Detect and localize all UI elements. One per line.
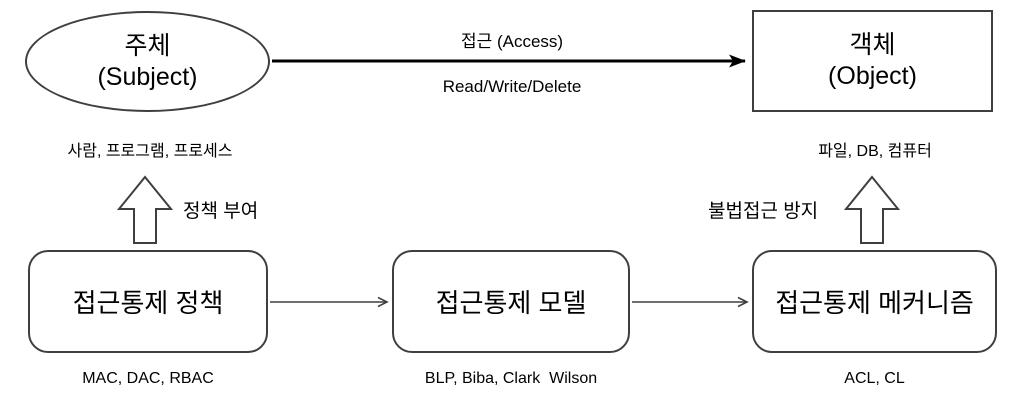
flowbox-policy-label: 접근통제 정책 [72,288,224,318]
flowbox-policy-caption: MAC, DAC, RBAC [82,370,214,387]
prevention-arrow-label: 불법접근 방지 [708,201,819,222]
object-node: 객체 (Object) [752,10,993,112]
flowbox-model-caption: BLP, Biba, Clark Wilson [424,370,598,387]
flowbox-model: 접근통제 모델 [392,250,630,353]
subject-title: 주체 [124,31,171,60]
object-title: 객체 [849,31,896,59]
access-arrow-label: 접근 (Access) [460,32,564,51]
subject-caption: 사람, 프로그램, 프로세스 [67,143,233,160]
flowbox-policy: 접근통제 정책 [28,250,268,353]
policy-arrow-label: 정책 부여 [183,201,259,222]
flowbox-mechanism-caption: ACL, CL [844,370,905,387]
object-caption: 파일, DB, 컴퓨터 [818,143,932,160]
prevention-up-arrow [843,175,901,244]
policy-up-arrow [116,175,174,244]
subject-node: 주체 (Subject) [25,11,270,112]
object-subtitle: (Object) [828,62,917,90]
flowbox-mechanism: 접근통제 메커니즘 [752,250,997,353]
flowbox-mechanism-label: 접근통제 메커니즘 [775,288,974,318]
access-operations-label: Read/Write/Delete [442,77,582,96]
subject-subtitle: (Subject) [97,62,198,91]
flowbox-model-label: 접근통제 모델 [435,288,587,318]
